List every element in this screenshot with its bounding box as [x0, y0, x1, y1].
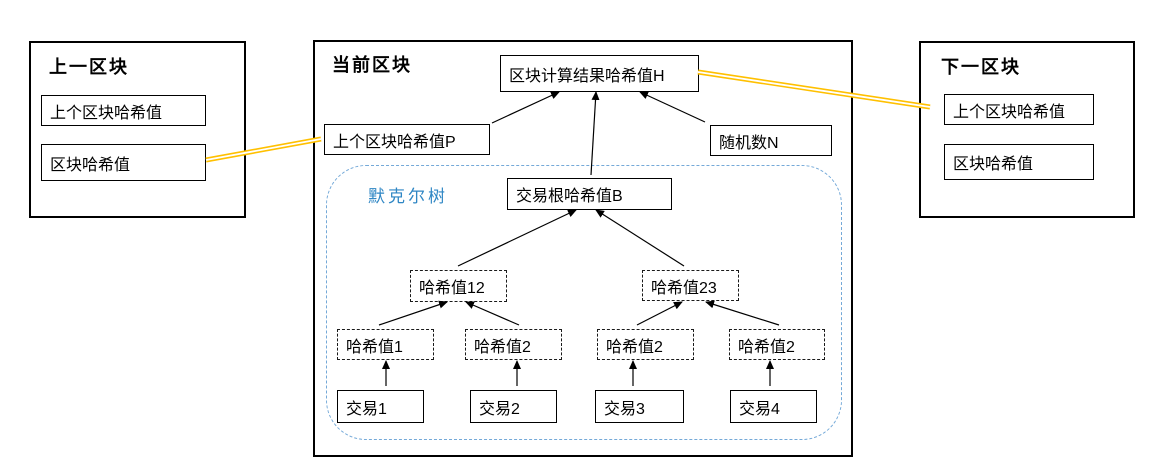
prev-block-hash-p-node: 上个区块哈希值P [324, 124, 490, 155]
merkle-internal-node-12: 哈希值12 [410, 270, 507, 302]
previous-block-title: 上一区块 [49, 57, 129, 77]
merkle-leaf-hash-2: 哈希值2 [465, 329, 562, 360]
nonce-node: 随机数N [710, 125, 832, 156]
block-result-hash-node: 区块计算结果哈希值H [500, 55, 699, 92]
merkle-tree-label: 默克尔树 [368, 187, 448, 206]
previous-block-hash-field: 区块哈希值 [41, 144, 206, 181]
transaction-3-node: 交易3 [595, 390, 684, 423]
next-block-hash-field: 区块哈希值 [944, 144, 1094, 180]
transaction-2-node: 交易2 [470, 390, 557, 423]
transaction-1-node: 交易1 [337, 390, 424, 423]
transaction-4-node: 交易4 [730, 390, 817, 423]
merkle-leaf-hash-1: 哈希值1 [337, 329, 434, 360]
merkle-leaf-hash-4: 哈希值2 [729, 329, 825, 360]
current-block: 当前区块 区块计算结果哈希值H 上个区块哈希值P 随机数N 默克尔树 交易根哈希… [313, 40, 853, 457]
merkle-internal-node-23: 哈希值23 [642, 270, 739, 301]
previous-block: 上一区块 上个区块哈希值 区块哈希值 [29, 41, 246, 218]
merkle-leaf-hash-3: 哈希值2 [597, 329, 694, 360]
next-block: 下一区块 上个区块哈希值 区块哈希值 [919, 41, 1135, 218]
merkle-tree-container [326, 165, 842, 440]
merkle-root-hash-node: 交易根哈希值B [507, 178, 672, 210]
next-block-prev-hash-field: 上个区块哈希值 [944, 94, 1094, 125]
previous-block-prev-hash-field: 上个区块哈希值 [41, 95, 206, 126]
current-block-title: 当前区块 [332, 55, 412, 75]
next-block-title: 下一区块 [941, 57, 1021, 77]
